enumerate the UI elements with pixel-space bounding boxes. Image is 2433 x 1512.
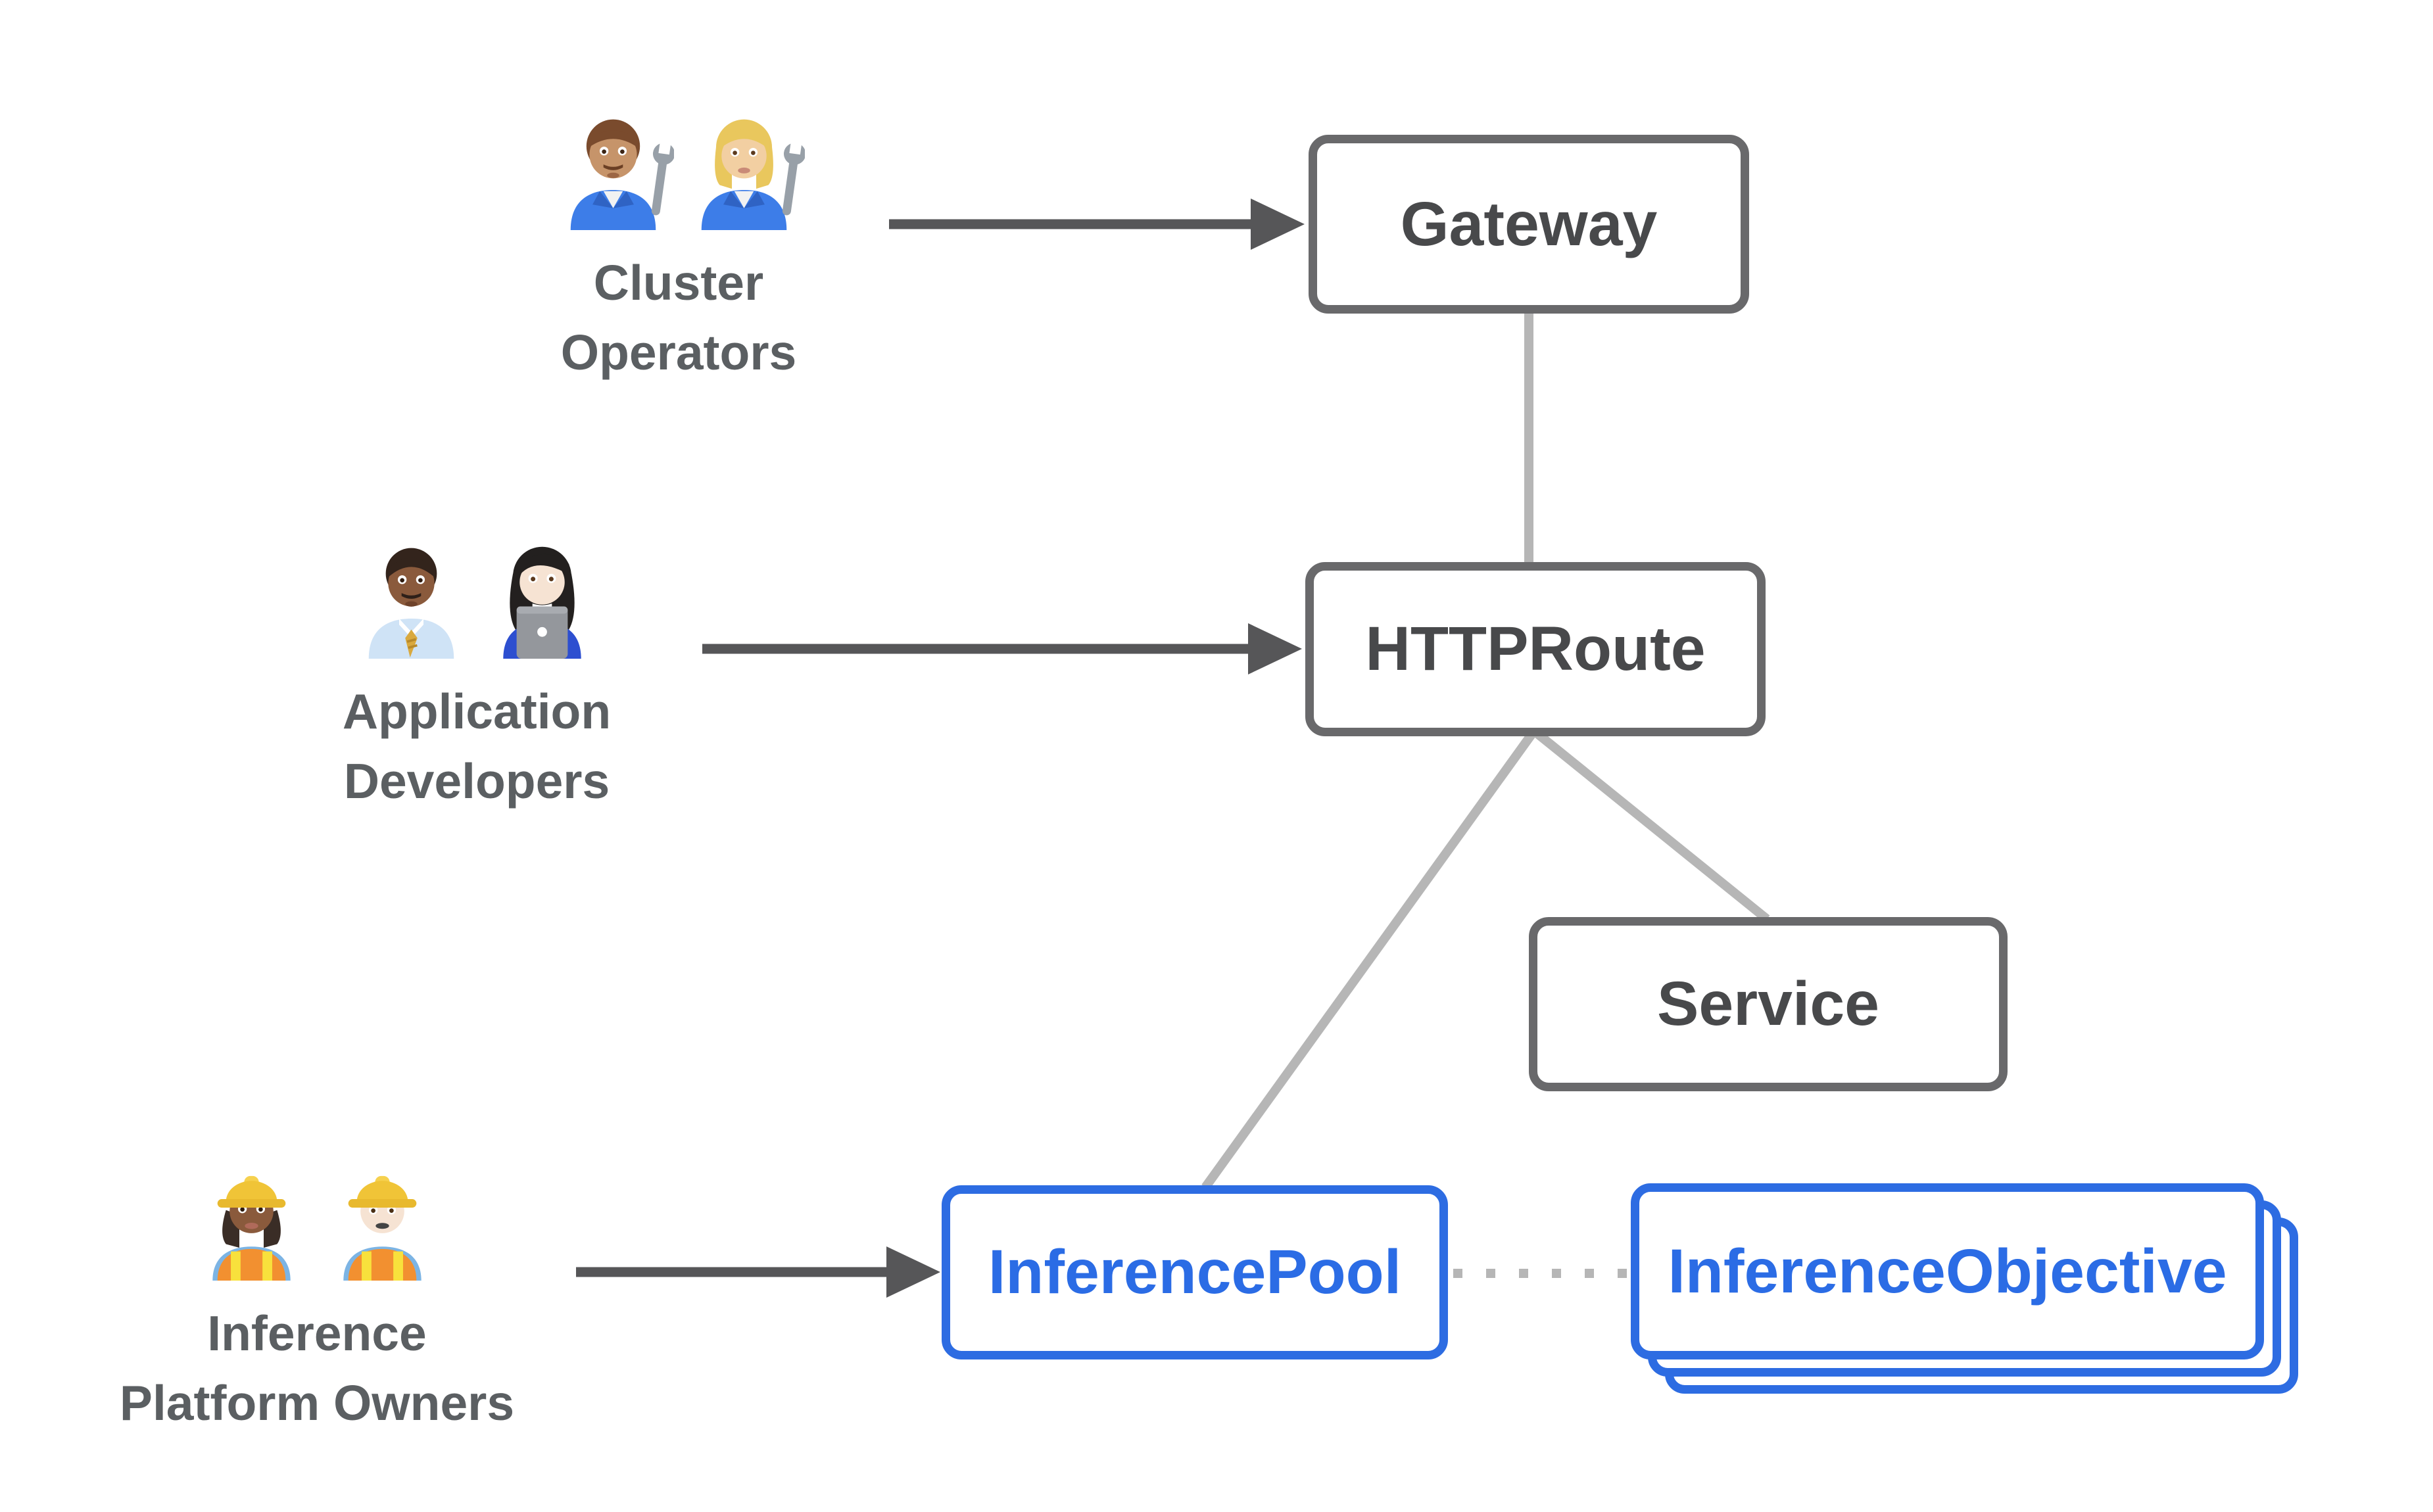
platform-owners-to-inferencepool-arrow — [576, 1246, 940, 1298]
cluster-operators-label-line1: Cluster — [593, 255, 764, 310]
man-construction-worker-icon — [322, 1156, 443, 1284]
httproute-inferencepool-connector-line — [1201, 730, 1536, 1191]
persona-inference-platform-owners: Inference Platform Owners — [87, 1156, 547, 1438]
inferencepool-node: InferencePool — [942, 1185, 1448, 1359]
application-developers-icons — [279, 534, 674, 662]
httproute-service-connector-line — [1534, 730, 1770, 923]
man-mechanic-icon — [552, 105, 674, 233]
inferencepool-label: InferencePool — [988, 1237, 1402, 1307]
inferenceobjective-node-stack: InferenceObjective — [1631, 1183, 2298, 1394]
inference-platform-owners-label-line2: Platform Owners — [119, 1375, 515, 1430]
inferenceobjective-node: InferenceObjective — [1631, 1183, 2264, 1359]
httproute-node: HTTPRoute — [1305, 562, 1766, 736]
gateway-label: Gateway — [1400, 189, 1658, 259]
gateway-node: Gateway — [1309, 135, 1749, 314]
woman-technologist-icon — [481, 534, 603, 662]
woman-mechanic-icon — [683, 105, 805, 233]
persona-application-developers: Application Developers — [279, 534, 674, 816]
httproute-label: HTTPRoute — [1365, 614, 1706, 684]
cluster-operators-icons — [514, 105, 843, 233]
inference-platform-owners-icons — [87, 1156, 547, 1284]
man-office-worker-icon — [350, 534, 472, 662]
cluster-operators-label-line2: Operators — [560, 325, 797, 380]
inferenceobjective-label: InferenceObjective — [1668, 1236, 2227, 1306]
application-developers-label-line2: Developers — [343, 753, 610, 809]
woman-construction-worker-icon — [191, 1156, 312, 1284]
persona-cluster-operators: Cluster Operators — [514, 105, 843, 387]
application-developers-to-httproute-arrow — [702, 623, 1302, 674]
service-node: Service — [1529, 917, 2008, 1091]
service-label: Service — [1656, 969, 1880, 1039]
cluster-operators-to-gateway-arrow — [889, 199, 1305, 250]
inference-platform-owners-label-line1: Inference — [207, 1306, 427, 1361]
application-developers-label-line1: Application — [342, 684, 612, 739]
